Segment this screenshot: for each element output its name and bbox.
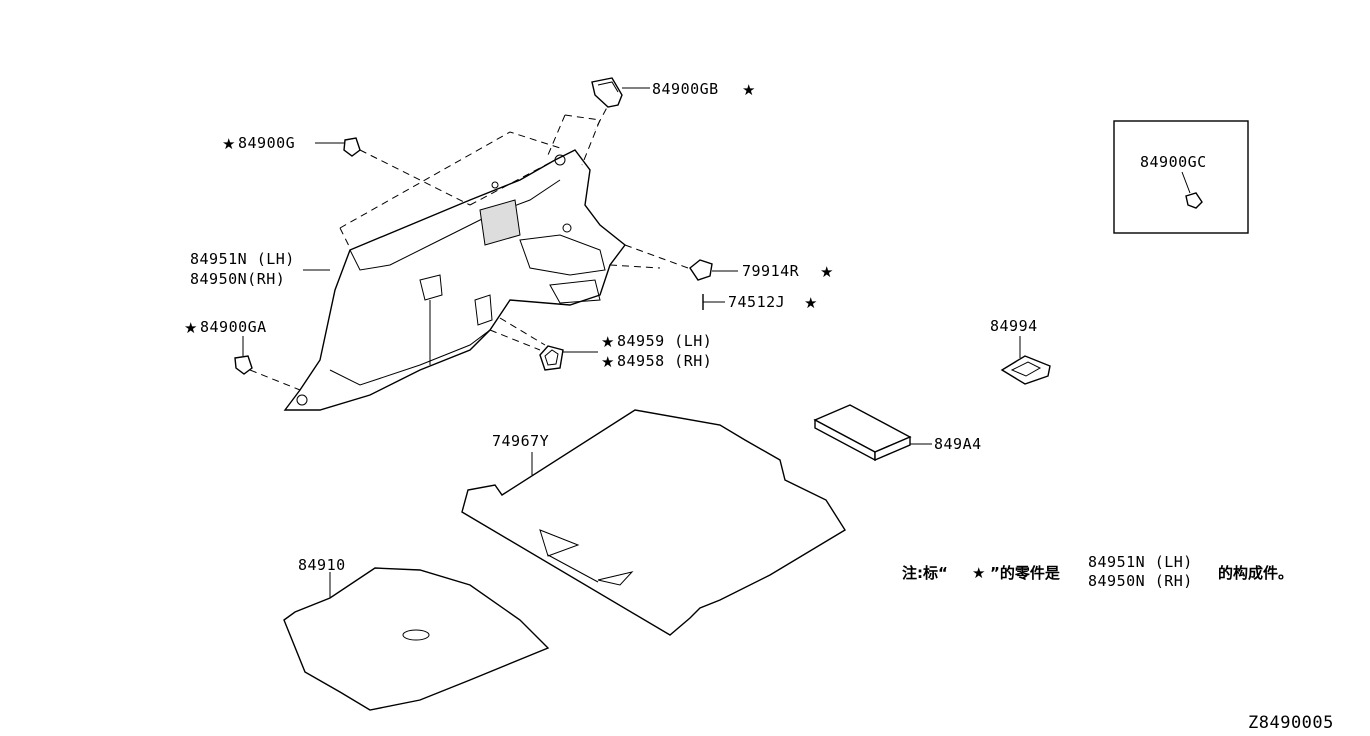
label-84950N: 84950N(RH) [190, 270, 285, 288]
clip-84900G-drawing [315, 137, 361, 157]
label-84994: 84994 [990, 317, 1038, 335]
label-84951N: 84951N (LH) [190, 250, 295, 268]
floor-mat-74967Y [461, 409, 846, 636]
note-suffix: 的构成件。 [1218, 564, 1293, 582]
label-84959: 84959 (LH) [617, 332, 712, 350]
note-part-lh: 84951N (LH) [1088, 553, 1193, 571]
star-marker-84959: ★ [601, 333, 614, 351]
clip-74512J-drawing [702, 294, 725, 310]
label-74967Y: 74967Y [492, 432, 549, 450]
clip-84900GB-drawing [591, 77, 650, 108]
label-849A4: 849A4 [934, 435, 982, 453]
footnote: 注:标“ ★ ”的零件是 84951N (LH) 84950N (RH) 的构成… [902, 553, 1293, 590]
box-849A4-drawing [813, 404, 932, 462]
note-star: ★ [972, 564, 985, 582]
clip-84900GA-drawing [234, 336, 253, 375]
note-middle: ”的零件是 [990, 564, 1061, 582]
note-prefix: 注:标“ [902, 564, 948, 582]
label-74512J: 74512J [728, 293, 785, 311]
star-marker-84958: ★ [601, 353, 614, 371]
star-marker-84900GA: ★ [184, 319, 197, 337]
note-part-rh: 84950N (RH) [1088, 572, 1193, 590]
label-79914R: 79914R [742, 262, 800, 280]
label-84958: 84958 (RH) [617, 352, 712, 370]
star-marker-79914R: ★ [820, 263, 833, 281]
star-marker-74512J: ★ [804, 294, 817, 312]
bracket-84994-drawing [1000, 336, 1051, 385]
cover-84959-drawing [539, 345, 598, 371]
label-84900GC: 84900GC [1140, 153, 1207, 171]
star-marker-84900GB: ★ [742, 81, 755, 99]
assembly-dash-lines [249, 97, 689, 391]
star-marker-84900G: ★ [222, 135, 235, 153]
board-84910 [283, 567, 550, 711]
side-trim-panel [283, 149, 626, 411]
diagram-id: Z8490005 [1248, 713, 1334, 733]
box-84900GC [1113, 120, 1249, 234]
label-84910: 84910 [298, 556, 346, 574]
label-84900GB: 84900GB [652, 80, 719, 98]
clip-79914R-drawing [689, 259, 738, 281]
label-84900GA: 84900GA [200, 318, 267, 336]
label-84900G: 84900G [238, 134, 295, 152]
